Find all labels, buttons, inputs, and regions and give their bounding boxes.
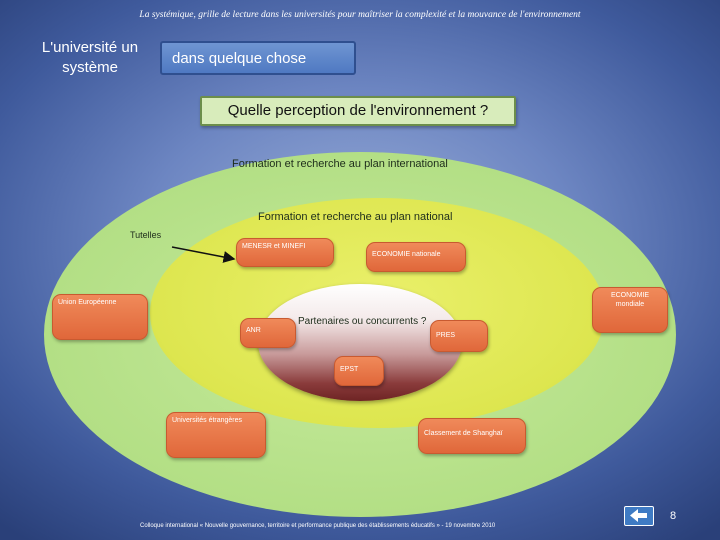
box-classement-shanghai: Classement de Shanghaï	[418, 418, 526, 454]
arrow-left-icon	[630, 509, 647, 522]
box-anr: ANR	[240, 318, 296, 348]
question-box: Quelle perception de l'environnement ?	[200, 96, 516, 126]
box-union-europeenne: Union Européenne	[52, 294, 148, 340]
box-universites-etrangeres: Universités étrangères	[166, 412, 266, 458]
tutelles-label: Tutelles	[130, 230, 162, 240]
box-classement-shanghai-label: Classement de Shanghaï	[424, 430, 503, 437]
page-number: 8	[670, 510, 677, 522]
box-menesr: MENESR et MINEFI	[236, 238, 334, 267]
box-epst: EPST	[334, 356, 384, 386]
box-menesr-label: MENESR et MINEFI	[242, 243, 306, 250]
box-pres-label: PRES	[436, 332, 456, 339]
box-economie-mondiale-label: ECONOMIE mondiale	[610, 292, 650, 308]
box-universites-etrangeres-label: Universités étrangères	[172, 417, 243, 424]
box-anr-label: ANR	[246, 327, 261, 334]
slide-subtitle: La systémique, grille de lecture dans le…	[139, 10, 581, 20]
box-economie-nationale-label: ECONOMIE nationale	[372, 251, 441, 258]
box-economie-mondiale: ECONOMIE mondiale	[592, 287, 668, 333]
box-pres: PRES	[430, 320, 488, 352]
footer-text: Colloque international « Nouvelle gouver…	[140, 523, 496, 529]
middle-ring-label: Formation et recherche au plan national	[258, 211, 453, 223]
box-epst-label: EPST	[340, 366, 359, 373]
title-left: L'université un système	[41, 39, 139, 76]
box-economie-nationale: ECONOMIE nationale	[366, 242, 466, 272]
outer-ring-label: Formation et recherche au plan internati…	[232, 158, 448, 170]
back-nav-button[interactable]	[624, 506, 654, 526]
box-union-europeenne-label: Union Européenne	[58, 299, 117, 306]
inner-ring-label: Partenaires ou concurrents ?	[298, 316, 427, 327]
title-box: dans quelque chose	[160, 41, 356, 75]
